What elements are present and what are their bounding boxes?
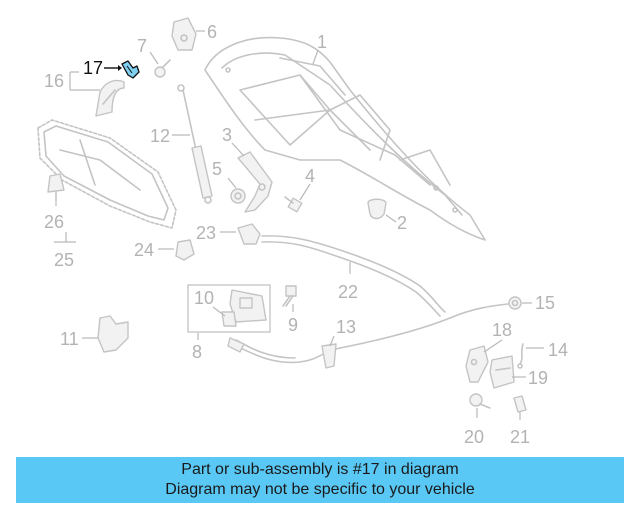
callout-13: 13 xyxy=(336,317,356,337)
callout-3: 3 xyxy=(222,125,232,145)
gas-strut xyxy=(177,84,213,204)
callout-2: 2 xyxy=(397,213,407,233)
grommet xyxy=(508,296,522,310)
callout-23: 23 xyxy=(196,223,216,243)
callout-4: 4 xyxy=(305,166,315,186)
callout-7: 7 xyxy=(137,36,147,56)
callout-18: 18 xyxy=(492,320,512,340)
parts-diagram: 1 2 3 4 5 6 7 10 xyxy=(37,17,568,447)
screw xyxy=(154,59,171,78)
callout-22: 22 xyxy=(338,282,358,302)
callout-24: 24 xyxy=(134,240,154,260)
callout-1: 1 xyxy=(317,32,327,52)
hinge-bolt xyxy=(284,196,303,213)
push-clip xyxy=(513,395,527,413)
banner-line-2: Diagram may not be specific to your vehi… xyxy=(165,481,475,498)
callout-20: 20 xyxy=(464,427,484,447)
insulator-clip xyxy=(175,239,195,261)
callout-10: 10 xyxy=(194,288,214,308)
callout-5: 5 xyxy=(212,159,222,179)
info-banner: Part or sub-assembly is #17 in diagram D… xyxy=(16,457,624,503)
latch-assembly-box xyxy=(187,284,271,333)
cable-clip xyxy=(517,343,524,369)
callout-9: 9 xyxy=(288,315,298,335)
callout-6: 6 xyxy=(207,22,217,42)
hinge-cover xyxy=(95,79,125,117)
latch-support xyxy=(97,315,129,353)
callout-11: 11 xyxy=(60,329,79,349)
callout-17-arrow xyxy=(118,65,122,71)
striker-bolt xyxy=(469,393,491,409)
callout-19: 19 xyxy=(528,368,548,388)
callout-21: 21 xyxy=(510,427,530,447)
hood-latch xyxy=(221,289,267,327)
callout-8: 8 xyxy=(192,342,202,362)
hinge-bracket xyxy=(171,17,197,51)
callout-17: 17 xyxy=(83,58,103,78)
push-pin xyxy=(47,173,65,201)
callout-26: 26 xyxy=(44,212,64,232)
bumper-stop xyxy=(367,198,387,220)
striker xyxy=(489,355,515,389)
banner-line-1: Part or sub-assembly is #17 in diagram xyxy=(181,461,459,478)
weatherstrip xyxy=(261,235,446,317)
hood-hinge xyxy=(237,151,273,213)
callout-25: 25 xyxy=(54,250,74,270)
callout-14: 14 xyxy=(548,340,568,360)
latch-bolt xyxy=(282,285,297,307)
retainer-clip xyxy=(237,223,261,245)
hood-panel xyxy=(204,36,486,241)
callout-15: 15 xyxy=(535,293,555,313)
callout-12: 12 xyxy=(150,126,170,146)
hinge-nut xyxy=(230,188,246,204)
latch-bracket xyxy=(465,345,489,383)
release-cable xyxy=(227,302,516,369)
hood-insulator xyxy=(37,119,177,229)
callout-16: 16 xyxy=(44,71,64,91)
highlighted-part-17 xyxy=(121,60,140,79)
